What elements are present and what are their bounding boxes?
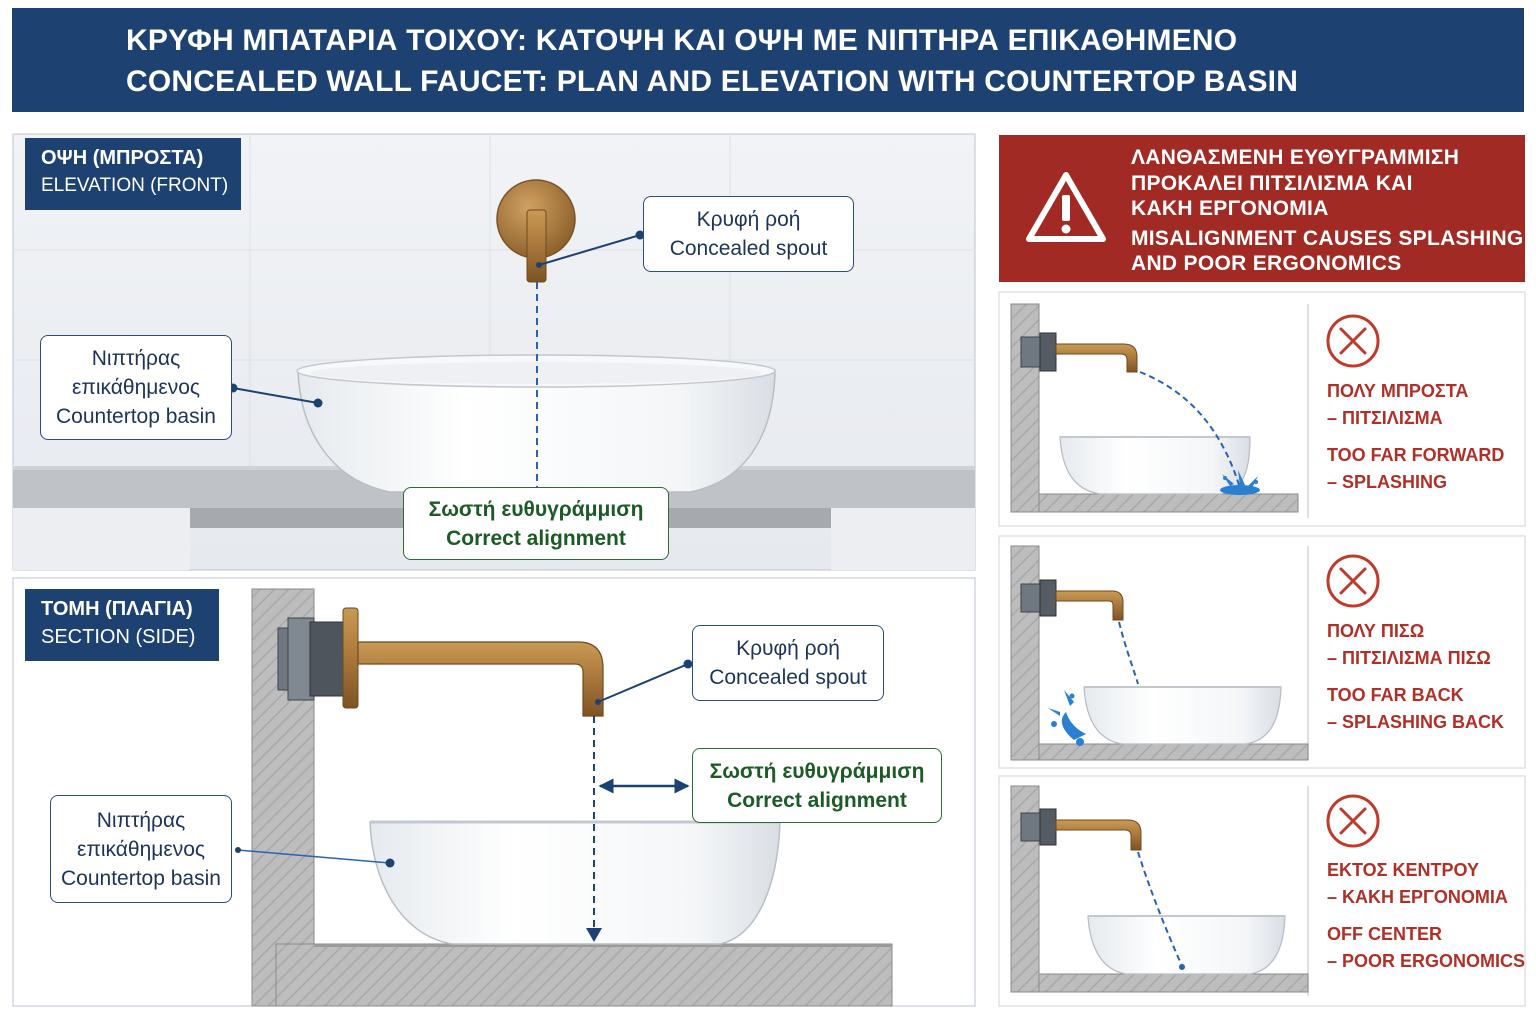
section-spout-callout: Κρυφή ροή Concealed spout (692, 625, 884, 701)
warning-banner: ΛΑΝΘΑΣΜΕΝΗ ΕΥΘΥΓΡΑΜΜΙΣΗ ΠΡΟΚΑΛΕΙ ΠΙΤΣΙΛΙ… (999, 135, 1525, 282)
alignment-label-english: Correct alignment (446, 526, 626, 550)
elevation-spout-callout: Κρυφή ροή Concealed spout (643, 196, 854, 272)
warning-english-1: MISALIGNMENT CAUSES SPLASHING (1131, 227, 1524, 250)
alignment-label-greek: Σωστή ευθυγράμμιση (709, 759, 925, 783)
warning-greek-3: ΚΑΚΗ ΕΡΓΟΝΟΜΙΑ (1131, 197, 1329, 220)
section-alignment-callout: Σωστή ευθυγράμμιση Correct alignment (692, 748, 942, 823)
elevation-basin-callout: Νιπτήρας επικάθημενος Countertop basin (40, 335, 232, 440)
basin-label-english: Countertop basin (56, 405, 216, 428)
warning-english-2: AND POOR ERGONOMICS (1131, 252, 1402, 275)
title-greek: ΚΡΥΦΗ ΜΠΑΤΑΡΙΑ ΤΟΙΧΟΥ: ΚΑΤΟΨΗ ΚΑΙ ΟΨΗ ΜΕ… (126, 24, 1238, 57)
error-2-greek-1: ΠΟΛΥ ΠΙΣΩ (1327, 621, 1425, 641)
error-3-greek-2: – ΚΑΚΗ ΕΡΓΟΝΟΜΙΑ (1327, 887, 1508, 907)
basin-label-greek-1: Νιπτήρας (91, 347, 181, 370)
spout-label-english: Concealed spout (709, 666, 867, 689)
splash-icon (1220, 470, 1260, 495)
section-basin (369, 820, 781, 945)
error-3-greek-1: ΕΚΤΟΣ ΚΕΝΤΡΟΥ (1327, 860, 1479, 880)
basin-label-english: Countertop basin (61, 866, 221, 890)
elevation-tag-english: ELEVATION (FRONT) (41, 175, 229, 196)
spout-label-english: Concealed spout (669, 237, 828, 260)
warning-greek-2: ΠΡΟΚΑΛΕΙ ΠΙΤΣΙΛΙΣΜΑ ΚΑΙ (1131, 172, 1413, 195)
section-tag-greek: ΤΟΜΗ (ΠΛΑΓΙΑ) (41, 598, 193, 620)
alignment-label-english: Correct alignment (727, 788, 907, 812)
elevation-tag: ΟΨΗ (ΜΠΡΟΣΤΑ) ELEVATION (FRONT) (25, 138, 241, 210)
error-2-english-1: TOO FAR BACK (1327, 685, 1464, 705)
basin-label-greek-2: επικάθημενος (71, 376, 201, 399)
error-case-offcenter (998, 775, 1526, 1007)
section-tag: ΤΟΜΗ (ΠΛΑΓΙΑ) SECTION (SIDE) (25, 589, 219, 661)
error-1-english-1: TOO FAR FORWARD (1327, 445, 1505, 465)
error-x-icon (1326, 794, 1380, 848)
basin-label-greek-2: επικάθημενος (76, 837, 206, 861)
section-basin-callout: Νιπτήρας επικάθημενος Countertop basin (50, 795, 232, 903)
error-3-english-2: – POOR ERGONOMICS (1327, 951, 1526, 971)
title-english: CONCEALED WALL FAUCET: PLAN AND ELEVATIO… (126, 65, 1299, 98)
elevation-basin (296, 354, 776, 493)
error-x-icon (1326, 314, 1380, 368)
splash-icon (1048, 690, 1086, 746)
section-tag-english: SECTION (SIDE) (41, 626, 196, 648)
error-1-greek-1: ΠΟΛΥ ΜΠΡΟΣΤΑ (1327, 381, 1469, 401)
error-x-icon (1326, 554, 1380, 608)
alignment-label-greek: Σωστή ευθυγράμμιση (428, 497, 644, 521)
error-2-english-2: – SPLASHING BACK (1327, 712, 1505, 732)
elevation-tag-greek: ΟΨΗ (ΜΠΡΟΣΤΑ) (41, 147, 204, 169)
header-banner: ΚΡΥΦΗ ΜΠΑΤΑΡΙΑ ΤΟΙΧΟΥ: ΚΑΤΟΨΗ ΚΑΙ ΟΨΗ ΜΕ… (12, 8, 1524, 112)
spout-label-greek: Κρυφή ροή (736, 637, 840, 660)
spout-label-greek: Κρυφή ροή (696, 208, 801, 231)
elevation-alignment-callout: Σωστή ευθυγράμμιση Correct alignment (403, 487, 669, 560)
error-case-forward (998, 291, 1526, 527)
warning-triangle-icon (1026, 172, 1106, 242)
error-1-greek-2: – ΠΙΤΣΙΛΙΣΜΑ (1327, 408, 1443, 428)
section-valve (277, 607, 359, 709)
error-3-english-1: OFF CENTER (1327, 924, 1442, 944)
basin-label-greek-1: Νιπτήρας (96, 808, 186, 832)
warning-greek-1: ΛΑΝΘΑΣΜΕΝΗ ΕΥΘΥΓΡΑΜΜΙΣΗ (1131, 146, 1460, 169)
error-2-greek-2: – ΠΙΤΣΙΛΙΣΜΑ ΠΙΣΩ (1327, 648, 1491, 668)
error-case-back (998, 535, 1526, 769)
error-1-english-2: – SPLASHING (1327, 472, 1448, 492)
